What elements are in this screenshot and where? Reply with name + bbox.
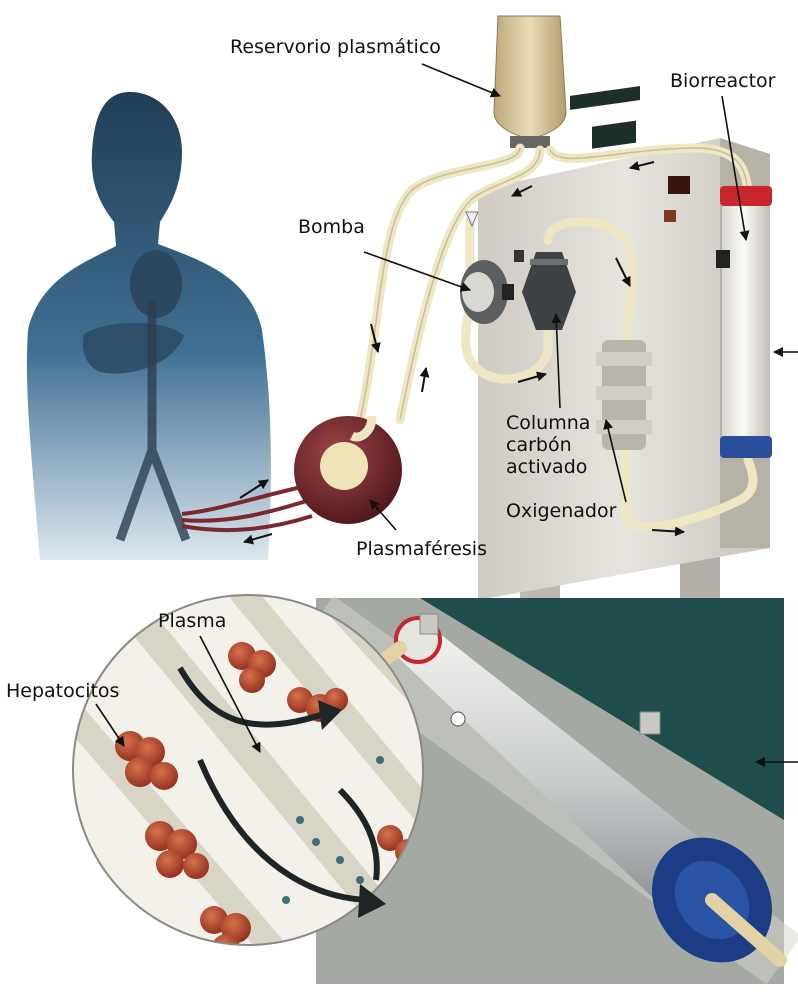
label-reservoir: Reservorio plasmático (230, 36, 441, 58)
label-pump: Bomba (298, 216, 365, 238)
label-plasma: Plasma (158, 610, 226, 632)
leader-reservoir (422, 64, 500, 96)
label-oxygenator: Oxigenador (506, 500, 616, 522)
label-hepatocytes: Hepatocitos (6, 680, 119, 702)
oxygenator (596, 340, 652, 450)
label-column: Columna carbón activado (506, 412, 590, 478)
label-column-line2: carbón (506, 434, 590, 456)
label-column-line3: activado (506, 456, 590, 478)
label-bioreactor: Biorreactor (670, 70, 775, 92)
human-silhouette (27, 92, 271, 560)
label-column-line1: Columna (506, 412, 590, 434)
label-plasmapheresis: Plasmaféresis (356, 538, 487, 560)
plasma-reservoir-bottle (494, 16, 566, 148)
